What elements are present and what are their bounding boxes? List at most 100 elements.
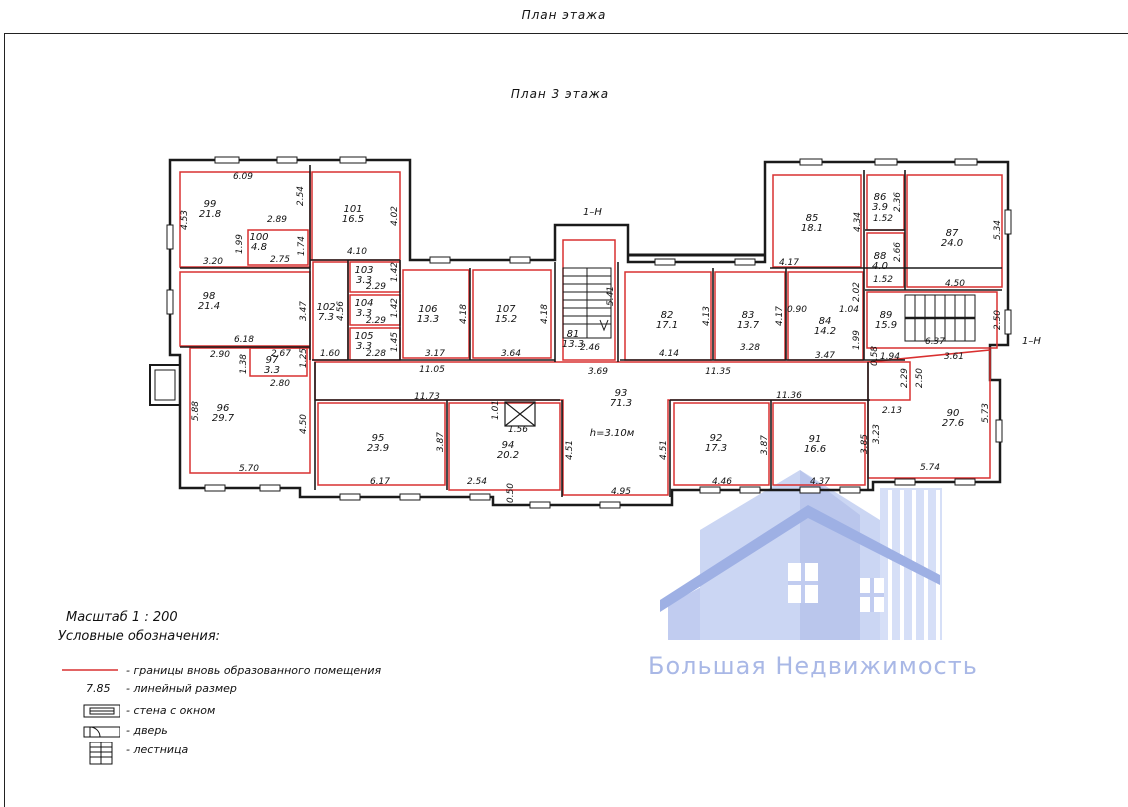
stairwell-east [904, 294, 976, 342]
dimension-label: 2.46 [580, 343, 600, 353]
dimension-label: 2.54 [467, 477, 487, 487]
room-number: 102 [316, 302, 335, 313]
dimension-label: 1.38 [239, 354, 249, 374]
room-area: 13.3 [562, 339, 584, 350]
dimension-label: 2.67 [271, 349, 291, 359]
room-area: 7.3 [318, 312, 334, 323]
dimension-label: 6.37 [925, 337, 945, 347]
room-area: 17.3 [705, 443, 727, 454]
legend-text: - дверь [126, 724, 168, 737]
dimension-label: 2.50 [915, 368, 925, 388]
dimension-label: 4.17 [779, 258, 799, 268]
room-number: 100 [249, 232, 268, 243]
legend-heading: Условные обозначения: [58, 629, 221, 644]
dimension-label: 2.54 [296, 186, 306, 206]
legend-text: - лестница [126, 743, 189, 756]
dimension-label: 4.95 [611, 487, 631, 497]
room-area: 14.2 [814, 326, 836, 337]
dimension-label: 4.17 [775, 306, 785, 326]
room-number: 99 [204, 199, 217, 210]
dimension-label: 1.99 [235, 234, 245, 254]
door-icon [83, 726, 120, 738]
dimension-label: 1.94 [880, 352, 900, 362]
dimension-label: 5.74 [920, 463, 940, 473]
dimension-label: 1.99 [852, 330, 862, 350]
dimension-label: 11.36 [776, 391, 802, 401]
dimension-label: 0.90 [787, 305, 807, 315]
room-number: 85 [806, 213, 819, 224]
windows [166, 156, 1012, 509]
room-area: 16.6 [804, 444, 826, 455]
dimension-label: 4.50 [945, 279, 965, 289]
dimension-label: 2.89 [267, 215, 287, 225]
dimension-label: 6.18 [234, 335, 254, 345]
dimension-label: 4.37 [810, 477, 830, 487]
room-number: 97 [266, 355, 279, 366]
dimension-label: 3.47 [815, 351, 835, 361]
dimension-label: 2.29 [366, 316, 386, 326]
dimension-label: 3.28 [740, 343, 760, 353]
room-87-boundary [906, 174, 1003, 288]
section-mark-east: 1–Н [1022, 336, 1041, 347]
room-number: 82 [661, 310, 674, 321]
room-number: 91 [809, 434, 822, 445]
dimension-label: 2.28 [366, 349, 386, 359]
room-number: 90 [947, 408, 960, 419]
dimension-label: 6.09 [233, 172, 253, 182]
room-number: 87 [946, 228, 959, 239]
room-107-boundary [472, 269, 552, 359]
dimension-label: 5.88 [191, 401, 201, 421]
room-number: 101 [343, 204, 362, 215]
dimension-label: 1.52 [873, 275, 893, 285]
dimension-label: 2.29 [366, 282, 386, 292]
dimension-label: 2.50 [993, 310, 1003, 330]
dimension-label: 4.10 [347, 247, 367, 257]
room-number: 84 [819, 316, 832, 327]
room-area: 13.7 [737, 320, 760, 331]
dimension-label: 1.42 [390, 298, 400, 318]
dimension-label: 3.87 [760, 435, 770, 455]
room-area: 27.6 [942, 418, 964, 429]
room-number: 106 [418, 304, 437, 315]
dimension-label: 3.85 [860, 434, 870, 454]
dimension-label: 4.34 [853, 212, 863, 232]
dimension-label: 4.56 [336, 301, 346, 321]
dimension-label: 4.02 [390, 206, 400, 226]
room-area: 15.9 [875, 320, 897, 331]
dimension-label: 3.61 [944, 352, 964, 362]
room-number: 98 [203, 291, 216, 302]
dimension-label: 1.01 [491, 400, 501, 420]
dimension-label: 1.56 [508, 425, 528, 435]
dimension-label: 5.70 [239, 464, 259, 474]
dimension-label: 1.04 [839, 305, 859, 315]
dimension-label: 4.13 [702, 306, 712, 326]
section-mark-north: 1–Н [583, 207, 602, 218]
room-area: 24.0 [941, 238, 963, 249]
dimension-label: 1.45 [390, 332, 400, 352]
room-number: 93 [615, 388, 628, 399]
sheet-divider [4, 33, 1128, 34]
room-number: 89 [880, 310, 893, 321]
dimension-label: 3.47 [299, 301, 309, 321]
elevator-shaft [504, 401, 536, 427]
dimension-label: 11.05 [419, 365, 445, 375]
stairwell-center [562, 267, 612, 339]
room-106-boundary [402, 269, 470, 359]
dimension-label: 1.25 [299, 348, 309, 368]
room-number: 83 [742, 310, 755, 321]
room-number: 92 [710, 433, 723, 444]
room-number: 94 [502, 440, 515, 451]
room-95-boundary [317, 402, 446, 486]
room-area: 29.7 [212, 413, 235, 424]
dimension-label: 3.69 [588, 367, 608, 377]
watermark-house-icon [660, 470, 942, 640]
room-96-boundary [189, 347, 311, 474]
dimension-label: 4.53 [180, 210, 190, 230]
dimension-label: 3.17 [425, 349, 445, 359]
dimension-label: 0.58 [870, 346, 880, 366]
room-number: 96 [217, 403, 230, 414]
room-area: 4.0 [872, 261, 888, 272]
room-area: 3.3 [356, 275, 372, 286]
